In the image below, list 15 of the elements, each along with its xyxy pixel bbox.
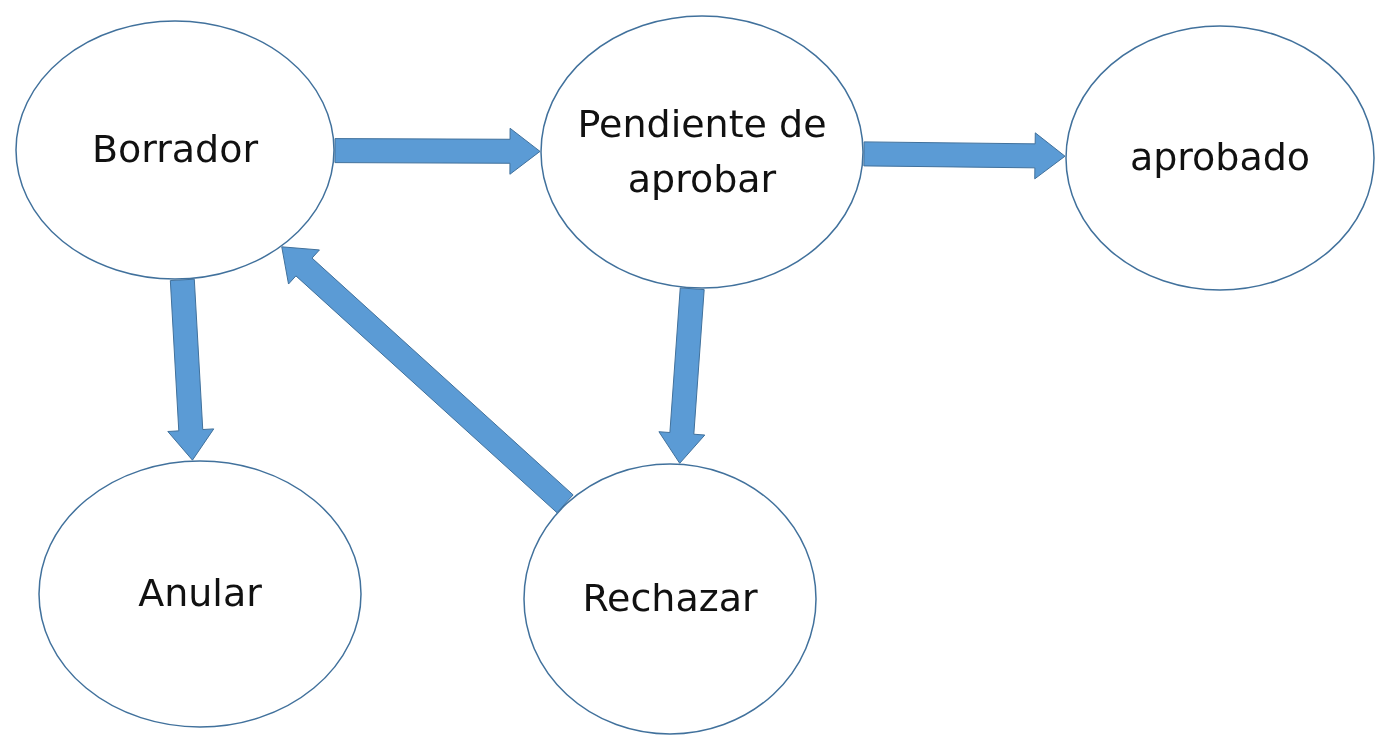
state-ellipse <box>38 460 362 728</box>
block-arrow <box>863 132 1066 180</box>
state-label: Borrador <box>91 126 259 174</box>
state-ellipse <box>1065 25 1375 291</box>
state-ellipse <box>15 20 335 280</box>
state-ellipse <box>540 15 864 289</box>
state-label: Anular <box>138 570 262 618</box>
state-label: Rechazar <box>582 575 758 623</box>
block-arrow <box>658 287 706 464</box>
state-ellipse <box>523 463 817 735</box>
state-label: Pendiente de aprobar <box>577 100 827 203</box>
block-arrow <box>281 246 574 514</box>
state-label: aprobado <box>1129 134 1311 182</box>
block-arrow <box>167 278 215 461</box>
block-arrow <box>334 127 541 175</box>
